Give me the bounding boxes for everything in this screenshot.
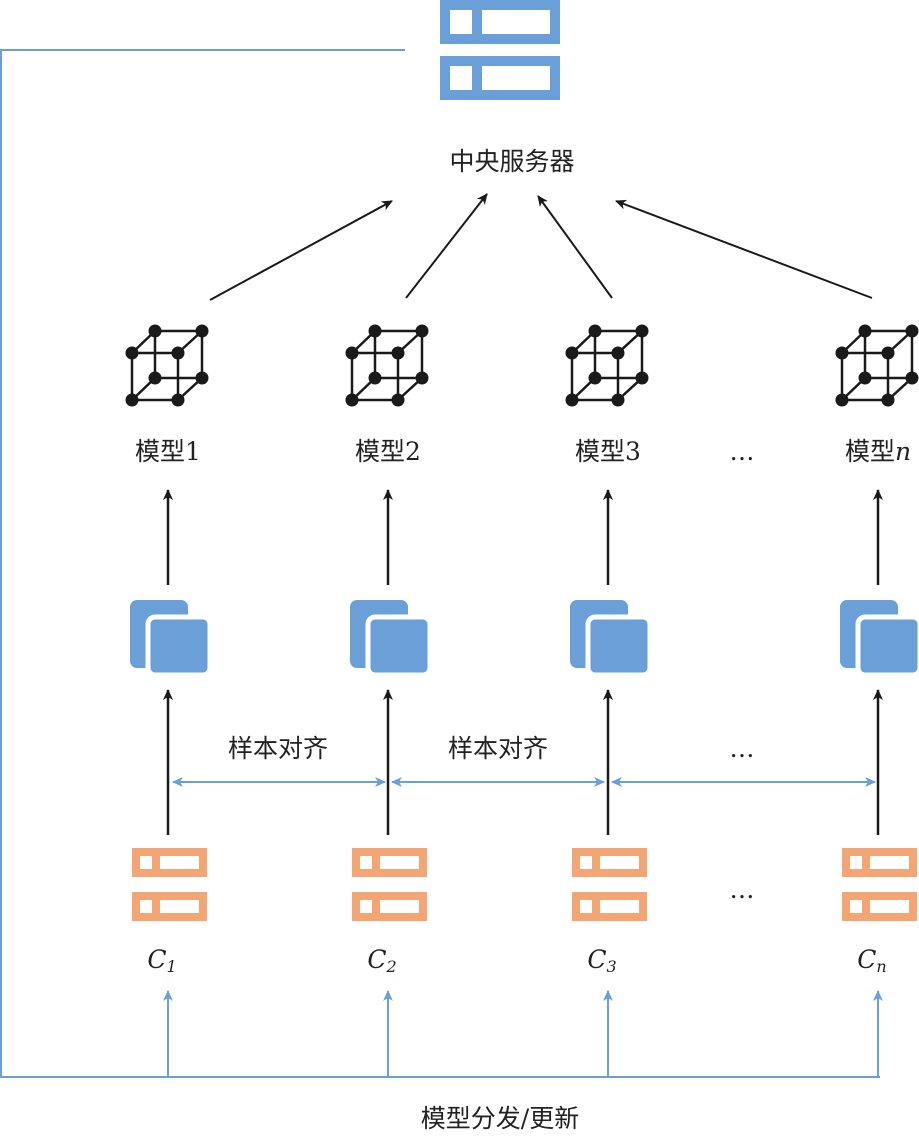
- client-ellipsis: …: [730, 875, 755, 904]
- upload-arrows: [209, 193, 873, 301]
- model-cube-icon: [345, 324, 429, 407]
- upload-arrow: [615, 199, 873, 299]
- model-label: 模型n: [845, 437, 911, 466]
- alignment-label: 样本对齐: [228, 734, 328, 763]
- model-cube-icon: [565, 324, 649, 407]
- alignment-label: 样本对齐: [448, 734, 548, 763]
- model-cube-icon: [835, 324, 919, 407]
- bottom-label: 模型分发/更新: [421, 1104, 579, 1133]
- client-label: C1: [147, 945, 176, 976]
- distribution-loop-line: [0, 49, 880, 1078]
- dataset-icon: [840, 600, 919, 678]
- server-icon: [440, 0, 560, 100]
- dataset-icon: [130, 600, 213, 678]
- dataset-icon: [570, 600, 653, 678]
- model-label: 模型3: [575, 437, 641, 466]
- client-server-icon: [352, 848, 427, 921]
- upload-arrow: [405, 193, 488, 299]
- client-label: Cn: [857, 945, 886, 976]
- alignment-ellipsis: …: [730, 734, 755, 763]
- model-label: 模型1: [135, 437, 201, 466]
- client-server-icon: [132, 848, 207, 921]
- client-label: C3: [587, 945, 616, 976]
- server-label: 中央服务器: [449, 147, 574, 176]
- upload-arrow: [209, 200, 393, 301]
- model-ellipsis: …: [730, 437, 755, 466]
- client-server-icon: [842, 848, 917, 921]
- client-server-icon: [572, 848, 647, 921]
- model-cube-icon: [125, 324, 209, 407]
- upload-arrow: [537, 195, 613, 299]
- dataset-icon: [350, 600, 433, 678]
- model-label: 模型2: [355, 437, 421, 466]
- client-label: C2: [367, 945, 396, 976]
